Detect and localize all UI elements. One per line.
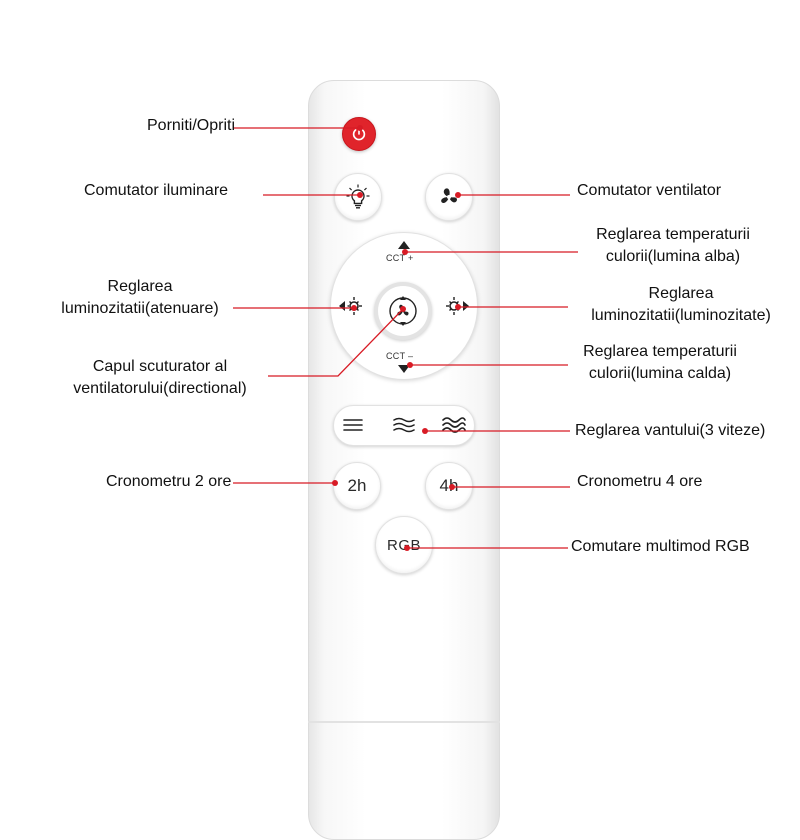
dot-wind [422,428,428,434]
remote-seam [308,721,500,723]
arrow-up-icon[interactable] [396,240,412,252]
dot-timer-4h [449,484,455,490]
label-temp-warm-line-1: Reglarea temperaturii [583,343,737,360]
dot-temp-warm [407,362,413,368]
label-dim-up: Reglarea luminozitatii(luminozitate) [570,283,792,327]
timer-2h-button[interactable]: 2h [333,462,381,510]
dot-light-switch [357,192,363,198]
timer-4h-label: 4h [439,476,459,495]
wind-speed-1-icon[interactable] [341,415,365,435]
dot-swing [400,306,406,312]
label-temp-white-line-1: Reglarea temperaturii [596,226,750,243]
label-dim-up-line-2: luminozitatii(luminozitate) [591,307,771,324]
dot-temp-white [402,249,408,255]
label-power: Porniti/Opriti [147,117,236,134]
wind-speed-3-icon[interactable] [440,415,468,435]
dot-dim-up [455,304,461,310]
dot-timer-2h [332,480,338,486]
leader-lines [233,125,578,551]
label-temp-warm: Reglarea temperaturii culorii(lumina cal… [565,341,755,385]
dot-power [357,125,363,131]
label-temp-white: Reglarea temperaturii culorii(lumina alb… [578,224,768,268]
timer-2h-label: 2h [347,476,367,495]
leader-swing [268,308,404,377]
label-fan-switch: Comutator ventilator [577,182,722,199]
arrow-down-icon[interactable] [396,363,412,375]
cct-up-button-label[interactable]: CCT + [386,253,414,263]
fan-swing-button[interactable] [374,282,432,340]
label-light-switch: Comutator iluminare [84,182,229,199]
label-rgb: Comutare multimod RGB [571,538,750,555]
label-temp-white-line-2: culorii(lumina alba) [605,248,741,265]
label-swing-line-2: ventilatorului(directional) [73,380,247,397]
label-swing: Capul scuturator al ventilatorului(direc… [52,356,268,400]
timer-4h-button[interactable]: 4h [425,462,473,510]
label-wind: Reglarea vantului(3 viteze) [575,422,766,439]
label-dim-up-line-1: Reglarea [648,285,714,302]
dot-rgb [404,545,410,551]
dot-dim-down [351,305,357,311]
label-timer-4h: Cronometru 4 ore [577,473,703,490]
label-temp-warm-line-2: culorii(lumina calda) [588,365,732,382]
light-bulb-icon [346,184,370,209]
label-dim-down: Reglarea luminozitatii(atenuare) [40,276,240,320]
label-swing-line-1: Capul scuturator al [92,358,228,375]
cct-down-button-label[interactable]: CCT – [386,351,414,361]
rgb-label: RGB [386,536,421,554]
label-dim-down-line-1: Reglarea [107,278,173,295]
label-timer-2h: Cronometru 2 ore [106,473,232,490]
wind-speed-2-icon[interactable] [391,415,417,435]
fan-icon [441,188,457,204]
rgb-button[interactable]: RGB [375,516,433,574]
fan-switch-button[interactable] [425,173,473,221]
label-dim-down-line-2: luminozitatii(atenuare) [61,300,219,317]
dot-fan-switch [455,192,461,198]
